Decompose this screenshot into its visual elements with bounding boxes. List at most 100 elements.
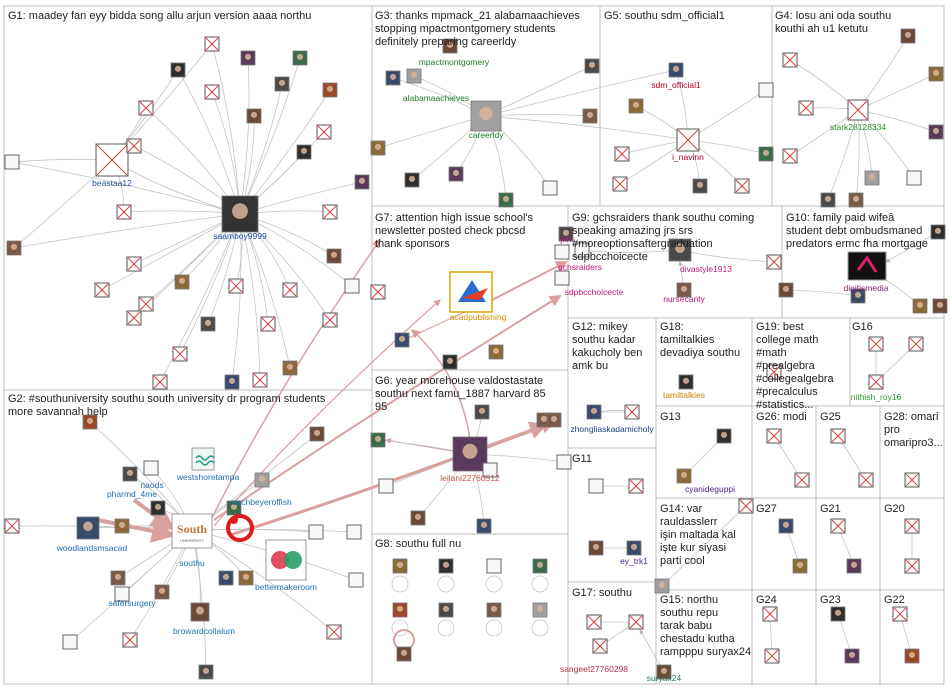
graph-node[interactable] <box>850 288 866 304</box>
graph-node[interactable] <box>224 374 240 390</box>
graph-node[interactable] <box>656 664 672 680</box>
graph-node[interactable] <box>574 242 590 258</box>
graph-node[interactable] <box>322 312 338 328</box>
graph-node[interactable] <box>794 472 810 488</box>
graph-node[interactable] <box>532 602 548 618</box>
graph-node[interactable] <box>170 62 186 78</box>
graph-node[interactable] <box>904 472 920 488</box>
graph-node[interactable] <box>282 360 298 376</box>
graph-node[interactable] <box>676 282 692 298</box>
graph-node[interactable] <box>542 180 558 196</box>
graph-node[interactable] <box>396 646 412 662</box>
graph-node[interactable] <box>476 518 492 534</box>
graph-node[interactable] <box>126 138 142 154</box>
graph-node[interactable] <box>198 664 214 680</box>
graph-node[interactable] <box>154 584 170 600</box>
graph-node[interactable] <box>486 558 502 574</box>
graph-node[interactable] <box>928 66 944 82</box>
graph-node[interactable] <box>246 108 262 124</box>
graph-node[interactable] <box>82 414 98 430</box>
red-circle-node[interactable] <box>226 514 254 542</box>
graph-node[interactable] <box>864 170 880 186</box>
graph-node[interactable] <box>614 146 630 162</box>
graph-node[interactable] <box>676 468 692 484</box>
graph-node[interactable] <box>778 518 794 534</box>
graph-node[interactable] <box>692 178 708 194</box>
graph-node[interactable] <box>218 570 234 586</box>
graph-node[interactable] <box>758 82 774 98</box>
acadpublishing-logo[interactable] <box>449 271 493 313</box>
graph-node[interactable] <box>844 648 860 664</box>
graph-node[interactable] <box>143 460 159 476</box>
graph-node[interactable] <box>858 472 874 488</box>
graph-node[interactable] <box>370 432 386 448</box>
graph-node[interactable] <box>486 602 502 618</box>
graph-node[interactable] <box>172 346 188 362</box>
graph-node[interactable] <box>442 354 458 370</box>
graph-node[interactable] <box>4 518 20 534</box>
graph-node[interactable] <box>546 412 562 428</box>
graph-node[interactable] <box>346 524 362 540</box>
graph-node[interactable] <box>316 124 332 140</box>
graph-node[interactable] <box>586 614 602 630</box>
graph-node[interactable] <box>930 224 946 240</box>
westshoretampa-logo[interactable] <box>191 447 215 471</box>
graph-node[interactable] <box>326 624 342 640</box>
graph-node[interactable] <box>309 426 325 442</box>
graph-node[interactable] <box>385 70 401 86</box>
graph-node[interactable] <box>344 278 360 294</box>
graph-node[interactable] <box>848 192 864 208</box>
graph-node[interactable] <box>654 578 670 594</box>
bettermakeroom-logo[interactable] <box>265 539 307 581</box>
graph-node[interactable] <box>668 62 684 78</box>
graph-node[interactable] <box>558 226 574 242</box>
graph-node[interactable] <box>798 100 814 116</box>
graph-node[interactable] <box>190 602 210 622</box>
graph-node[interactable] <box>900 28 916 44</box>
graph-node[interactable] <box>150 500 166 516</box>
graph-node[interactable] <box>114 586 130 602</box>
graph-node[interactable] <box>766 428 782 444</box>
graph-node[interactable] <box>122 632 138 648</box>
graph-node[interactable] <box>738 498 754 514</box>
graph-node[interactable] <box>734 178 750 194</box>
graph-node[interactable] <box>628 614 644 630</box>
graph-node[interactable] <box>766 364 782 380</box>
graph-node[interactable] <box>138 100 154 116</box>
graph-node[interactable] <box>152 374 168 390</box>
graph-node[interactable] <box>782 52 798 68</box>
graph-node[interactable] <box>138 296 154 312</box>
graph-node[interactable] <box>556 454 572 470</box>
graph-node[interactable] <box>326 248 342 264</box>
graph-node[interactable] <box>348 572 364 588</box>
graph-node[interactable] <box>392 558 408 574</box>
graph-node[interactable] <box>114 518 130 534</box>
graph-node[interactable] <box>62 634 78 650</box>
graph-node[interactable] <box>378 478 394 494</box>
graph-node[interactable] <box>238 570 254 586</box>
graph-node[interactable] <box>452 436 488 472</box>
graph-node[interactable] <box>126 256 142 272</box>
graph-node[interactable] <box>588 478 604 494</box>
graph-node[interactable] <box>678 374 694 390</box>
graph-node[interactable] <box>820 192 836 208</box>
graph-node[interactable] <box>906 170 922 186</box>
graph-node[interactable] <box>95 143 129 177</box>
graph-node[interactable] <box>322 82 338 98</box>
graph-node[interactable] <box>474 404 490 420</box>
graph-node[interactable] <box>932 298 948 314</box>
graph-node[interactable] <box>912 298 928 314</box>
graph-node[interactable] <box>488 344 504 360</box>
graph-node[interactable] <box>628 478 644 494</box>
graph-node[interactable] <box>392 602 408 618</box>
graph-node[interactable] <box>438 558 454 574</box>
graph-node[interactable] <box>762 606 778 622</box>
graph-node[interactable] <box>204 36 220 52</box>
graph-node[interactable] <box>448 166 464 182</box>
graph-node[interactable] <box>588 540 604 556</box>
graph-node[interactable] <box>928 124 944 140</box>
graph-node[interactable] <box>260 316 276 332</box>
graph-node[interactable] <box>582 108 598 124</box>
graph-node[interactable] <box>200 316 216 332</box>
graph-node[interactable] <box>904 518 920 534</box>
